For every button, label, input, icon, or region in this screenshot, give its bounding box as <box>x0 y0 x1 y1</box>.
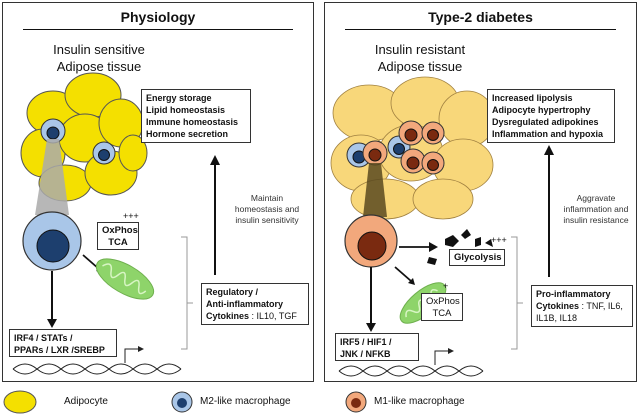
cytokines-values: IL1B, IL18 <box>536 313 578 323</box>
tca-label: TCA <box>108 237 128 248</box>
tca-label: TCA <box>432 308 452 319</box>
cytokines-line: Regulatory / <box>206 287 259 297</box>
bracket <box>511 236 523 350</box>
title-divider <box>23 29 293 30</box>
cytokines-box: Pro-inflammatory Cytokines : TNF, IL6, I… <box>531 285 633 327</box>
note-line: Maintain <box>250 193 284 203</box>
tf-line: JNK / NFKB <box>340 349 391 359</box>
adipocyte-icon <box>3 390 37 414</box>
note-line: inflammation and <box>563 204 629 214</box>
physiology-diagram <box>12 72 220 375</box>
panel-title: Physiology <box>120 9 196 25</box>
cytokines-line: Pro-inflammatory <box>536 289 611 299</box>
title-divider <box>345 29 616 30</box>
function-item: Energy storage <box>146 93 212 103</box>
transcription-factors-box: IRF4 / STATs / PPARs / LXR /SREBP <box>9 329 117 357</box>
function-item: Inflammation and hypoxia <box>492 129 604 139</box>
transcription-arrow <box>124 348 139 363</box>
m1-macrophage-large <box>344 214 398 268</box>
aggravate-note: Aggravate inflammation and insulin resis… <box>555 193 637 226</box>
function-item: Immune homeostasis <box>146 117 239 127</box>
type2-diabetes-panel: Type-2 diabetes <box>324 2 637 382</box>
tissue-label-line2: Adipose tissue <box>377 59 463 74</box>
oxphos-box: OxPhos TCA <box>421 293 463 321</box>
dna-helix <box>12 363 182 375</box>
note-line: Aggravate <box>576 193 616 203</box>
cytokines-line: Cytokines : TNF, IL6, <box>536 300 628 312</box>
cytokines-box: Regulatory / Anti-inflammatory Cytokines… <box>201 283 309 325</box>
adipocyte-cluster <box>20 72 148 202</box>
m2-macrophage <box>92 141 116 165</box>
m1-macrophage <box>421 121 445 145</box>
mitochondrion <box>95 258 155 300</box>
tf-line: IRF4 / STATs / <box>14 333 73 343</box>
cytokines-line: Anti-inflammatory <box>206 299 284 309</box>
dna-helix <box>338 365 484 377</box>
maintain-note: Maintain homeostasis and insulin sensiti… <box>225 193 309 226</box>
zoom-cone <box>363 163 387 217</box>
oxphos-level: +++ <box>123 211 139 221</box>
m1-macrophage <box>398 120 424 146</box>
glycolysis-level: +++ <box>491 235 507 245</box>
m2-macrophage-large <box>22 211 82 271</box>
function-item: Increased lipolysis <box>492 93 573 103</box>
note-line: insulin resistance <box>563 215 629 225</box>
oxphos-label: OxPhos <box>102 225 138 236</box>
legend-m2: M2-like macrophage <box>200 396 291 407</box>
cytokines-values: : IL10, TGF <box>249 311 297 321</box>
cytokines-prefix: Cytokines <box>206 311 250 321</box>
legend-symbols <box>3 390 367 414</box>
function-item: Hormone secretion <box>146 129 229 139</box>
glucose-fragments-icon <box>427 229 493 265</box>
note-line: insulin sensitivity <box>235 215 299 225</box>
function-item: Dysregulated adipokines <box>492 117 599 127</box>
zoom-cone <box>35 139 69 215</box>
m1-macrophage-icon <box>345 391 367 413</box>
tf-line: PPARs / LXR /SREBP <box>14 345 105 355</box>
cytokines-line: Cytokines : IL10, TGF <box>206 310 304 322</box>
oxphos-level: + <box>443 281 449 291</box>
glycolysis-label: Glycolysis <box>454 252 502 263</box>
oxphos-box: OxPhos TCA <box>97 222 139 250</box>
tissue-label-line2: Adipose tissue <box>56 59 142 74</box>
cytokines-prefix: Cytokines <box>536 301 580 311</box>
tissue-label-line1: Insulin resistant <box>374 42 466 57</box>
functions-box: Energy storage Lipid homeostasis Immune … <box>141 89 251 143</box>
tf-line: IRF5 / HIF1 / <box>340 337 392 347</box>
panel-title: Type-2 diabetes <box>428 9 533 25</box>
oxphos-label: OxPhos <box>426 296 460 307</box>
legend: Adipocyte M2-like macrophage M1-like mac… <box>0 388 640 416</box>
arrow-to-mitochondrion <box>394 266 412 282</box>
bracket <box>181 236 193 350</box>
note-line: homeostasis and <box>234 204 300 214</box>
functions-box: Increased lipolysis Adipocyte hypertroph… <box>487 89 615 143</box>
legend-m1: M1-like macrophage <box>374 396 465 407</box>
function-item: Lipid homeostasis <box>146 105 226 115</box>
tissue-label-line1: Insulin sensitive <box>53 42 145 57</box>
function-item: Adipocyte hypertrophy <box>492 105 591 115</box>
transcription-arrow <box>434 350 449 365</box>
physiology-panel: Physiology <box>2 2 314 382</box>
glycolysis-box: Glycolysis <box>449 249 505 266</box>
m1-macrophage <box>362 140 388 166</box>
m1-macrophage <box>400 148 426 174</box>
cytokines-values: : TNF, IL6, <box>579 301 623 311</box>
m2-macrophage-icon <box>171 391 193 413</box>
m1-macrophage <box>421 151 445 175</box>
transcription-factors-box: IRF5 / HIF1 / JNK / NFKB <box>335 333 419 361</box>
legend-adipocyte: Adipocyte <box>64 396 108 407</box>
